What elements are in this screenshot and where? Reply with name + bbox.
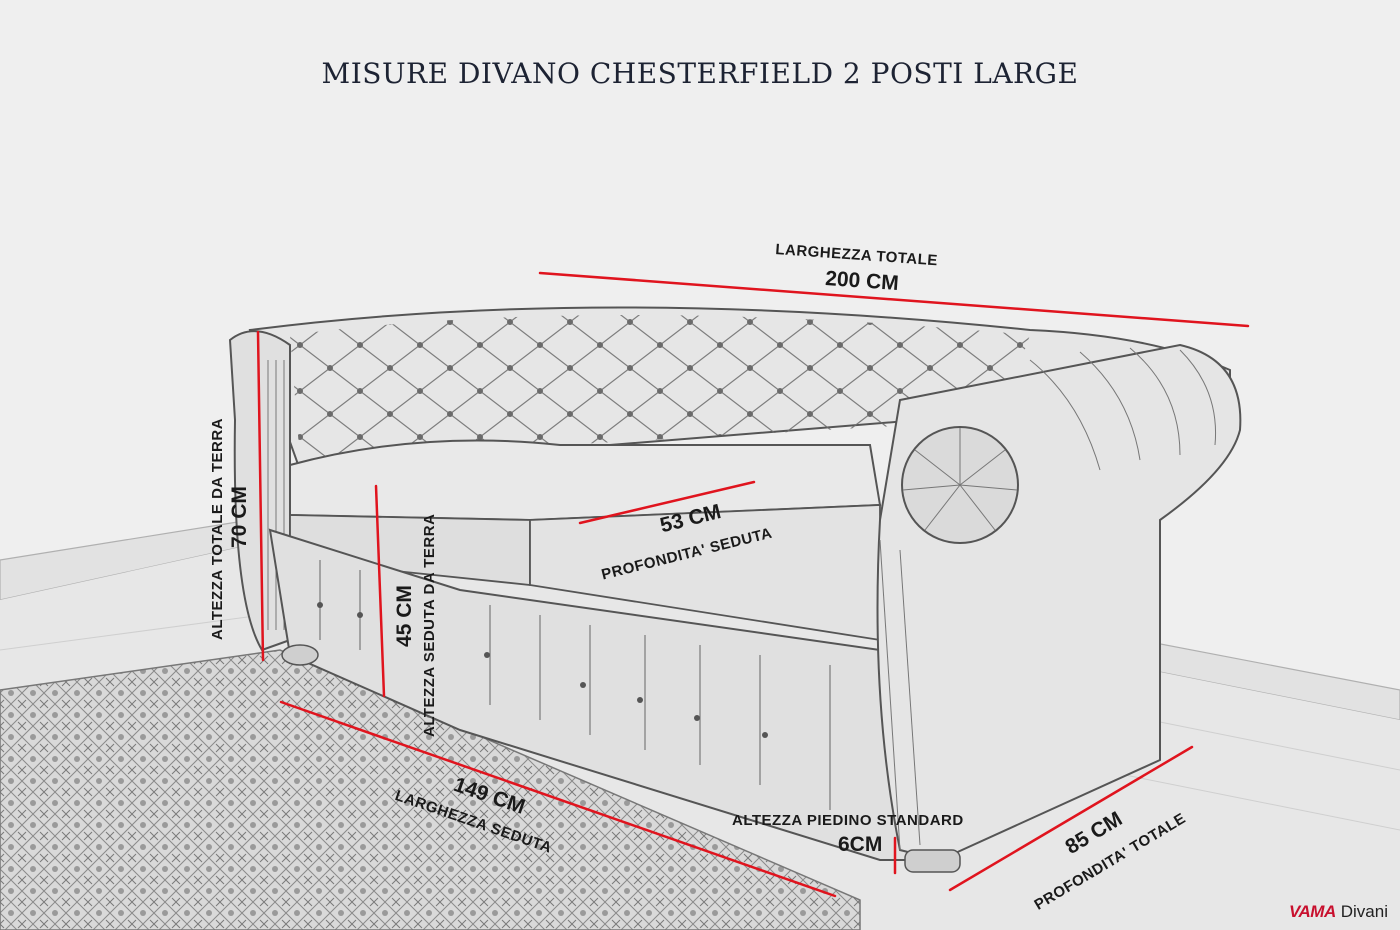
measure-line-total-height xyxy=(256,330,265,662)
measure-line-total-width xyxy=(538,271,1250,328)
logo-sub: Divani xyxy=(1340,902,1388,921)
measure-lines xyxy=(256,271,1250,898)
total-width-value: 200 CM xyxy=(824,267,900,296)
logo-brand: VAMA xyxy=(1288,902,1336,921)
page-title: MISURE DIVANO CHESTERFIELD 2 POSTI LARGE xyxy=(321,57,1079,90)
seat-height-label: ALTEZZA SEDUTA DA TERRA xyxy=(421,513,438,737)
seat-height-value: 45 CM xyxy=(393,585,416,647)
measure-line-seat-depth xyxy=(578,480,756,525)
total-height-label: ALTEZZA TOTALE DA TERRA xyxy=(209,417,226,640)
measure-line-total-depth xyxy=(948,745,1194,892)
measure-line-seat-width xyxy=(279,700,837,898)
total-height-value: 70 CM xyxy=(228,486,251,548)
foot-height-value: 6CM xyxy=(838,833,883,856)
foot-height-label: ALTEZZA PIEDINO STANDARD xyxy=(732,812,964,829)
measure-line-seat-height xyxy=(374,484,386,698)
